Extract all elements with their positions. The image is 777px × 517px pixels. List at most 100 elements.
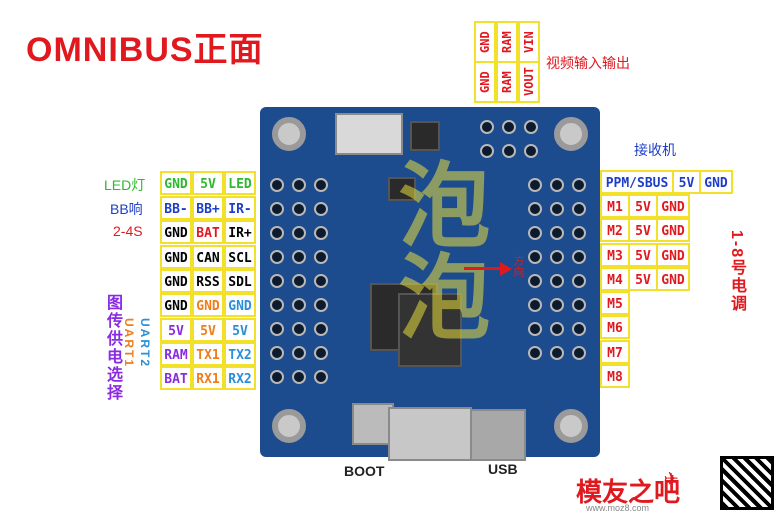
motor-pin-3-0: M4: [600, 267, 630, 291]
board-pad: [292, 298, 306, 312]
fc-board: 泡泡 方向: [260, 107, 600, 461]
board-pad: [314, 370, 328, 384]
board-pad: [314, 274, 328, 288]
left-pin-0-0: GND: [160, 171, 192, 195]
left-pin-5-1: GND: [192, 293, 224, 317]
board-pad: [314, 346, 328, 360]
motor-pin-0-1: 5V: [628, 194, 658, 218]
video-io-label: 视频输入输出: [546, 55, 630, 71]
left-pin-0-1: 5V: [192, 171, 224, 195]
left-pin-2-0: GND: [160, 220, 192, 244]
motor-pin-2-0: M3: [600, 243, 630, 267]
left-pin-2-1: BAT: [192, 220, 224, 244]
board-pad: [572, 346, 586, 360]
board-pad: [270, 274, 284, 288]
board-pad: [550, 298, 564, 312]
motor-pin-1-2: GND: [656, 218, 690, 242]
motor-pin-2-2: GND: [656, 243, 690, 267]
left-pin-1-2: IR-: [224, 196, 256, 220]
motor-pin-6-0: M7: [600, 340, 630, 364]
board-pad: [480, 120, 494, 134]
board-pad: [292, 202, 306, 216]
left-pin-3-2: SCL: [224, 245, 256, 269]
left-pin-6-1: 5V: [192, 318, 224, 342]
site-url: www.moz8.com: [586, 503, 650, 513]
board-pad: [550, 322, 564, 336]
board-pad: [292, 370, 306, 384]
video-pin-vout: VOUT: [518, 61, 540, 103]
board-pad: [270, 298, 284, 312]
boot-label: BOOT: [344, 463, 385, 479]
left-pin-7-2: TX2: [224, 342, 256, 366]
board-pad: [572, 202, 586, 216]
led-light-label: LED灯: [104, 177, 146, 193]
battery-2-4s-label: 2-4S: [113, 223, 143, 239]
small-chip-b: [388, 177, 416, 201]
board-pad: [270, 370, 284, 384]
board-pad: [572, 322, 586, 336]
motor-pin-0-2: GND: [656, 194, 690, 218]
motor-pin-3-2: GND: [656, 267, 690, 291]
board-pad: [528, 250, 542, 264]
left-pin-7-1: TX1: [192, 342, 224, 366]
motor-pin-3-1: 5V: [628, 267, 658, 291]
direction-arrow-head: [500, 262, 512, 276]
left-pin-5-0: GND: [160, 293, 192, 317]
mount-hole-tl: [272, 117, 306, 151]
mount-hole-br: [554, 409, 588, 443]
buzzer-label: BB响: [110, 201, 143, 217]
video-pin-gnd-top: GND: [474, 21, 496, 63]
video-pin-gnd-bottom: GND: [474, 61, 496, 103]
direction-label: 方向: [512, 255, 525, 277]
site-logo: 模友之吧: [576, 477, 681, 507]
board-pad: [572, 178, 586, 192]
board-pad: [502, 120, 516, 134]
left-pin-3-1: CAN: [192, 245, 224, 269]
top-connector: [335, 113, 403, 155]
board-pad: [480, 144, 494, 158]
board-pad: [314, 202, 328, 216]
receiver-pin-2: GND: [699, 170, 733, 194]
left-pin-6-0: 5V: [160, 318, 192, 342]
board-pad: [270, 226, 284, 240]
board-pad: [292, 322, 306, 336]
usb-label: USB: [488, 461, 518, 477]
board-pad: [528, 298, 542, 312]
left-pin-4-2: SDL: [224, 269, 256, 293]
video-pin-ram-top: RAM: [496, 21, 518, 63]
motor-pin-0-0: M1: [600, 194, 630, 218]
board-pad: [314, 250, 328, 264]
board-pad: [528, 346, 542, 360]
mount-hole-bl: [272, 409, 306, 443]
small-chip-a: [410, 121, 440, 151]
board-pad: [314, 322, 328, 336]
motor-pin-4-0: M5: [600, 291, 630, 315]
motor-pin-1-1: 5V: [628, 218, 658, 242]
board-pad: [270, 202, 284, 216]
board-pad: [572, 298, 586, 312]
board-pad: [292, 346, 306, 360]
mount-hole-tr: [554, 117, 588, 151]
left-pin-6-2: 5V: [224, 318, 256, 342]
receiver-pin-0: PPM/SBUS: [600, 170, 674, 194]
board-watermark: 泡泡: [383, 157, 490, 341]
motor-pin-2-1: 5V: [628, 243, 658, 267]
board-pad: [572, 250, 586, 264]
left-pin-0-2: LED: [224, 171, 256, 195]
motor-pin-5-0: M6: [600, 315, 630, 339]
board-pad: [550, 226, 564, 240]
left-pin-4-1: RSS: [192, 269, 224, 293]
board-pad: [270, 322, 284, 336]
usb-port[interactable]: [468, 409, 526, 461]
board-pad: [550, 250, 564, 264]
board-pad: [528, 226, 542, 240]
board-pad: [524, 144, 538, 158]
board-pad: [528, 202, 542, 216]
board-pad: [572, 274, 586, 288]
left-pin-8-1: RX1: [192, 366, 224, 390]
board-pad: [292, 226, 306, 240]
board-pad: [572, 226, 586, 240]
board-pad: [292, 178, 306, 192]
board-pad: [292, 274, 306, 288]
usb-port-left: [388, 407, 472, 461]
